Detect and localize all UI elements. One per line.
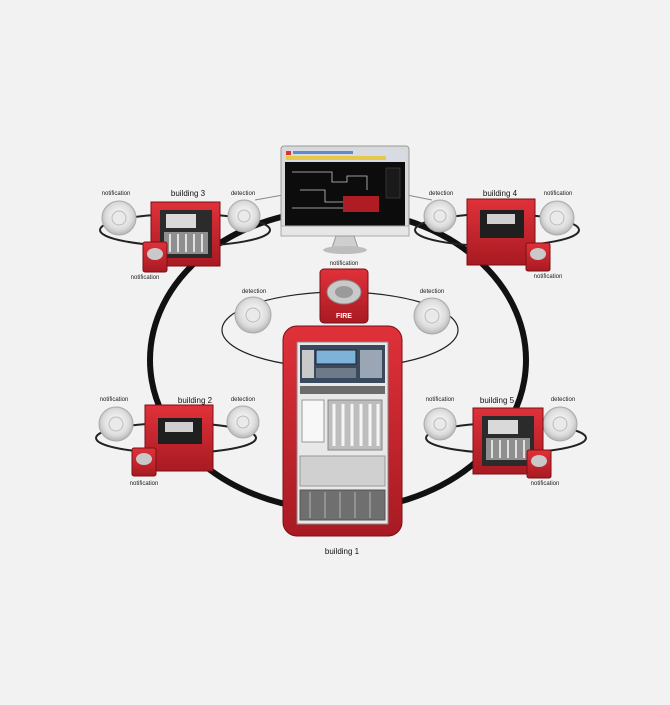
smoke-detector-icon xyxy=(227,199,261,233)
horn-strobe-icon xyxy=(525,242,551,272)
building2-label: building 2 xyxy=(177,396,213,405)
building5-detection-label: detection xyxy=(550,397,576,403)
building1-label: building 1 xyxy=(324,547,360,556)
smoke-detector-icon xyxy=(98,406,134,442)
building4-notification-bottom-label: notification xyxy=(533,274,563,280)
fire-panel-icon xyxy=(472,407,544,475)
smoke-detector-icon xyxy=(413,297,451,335)
building4-notification-top-label: notification xyxy=(543,191,573,197)
horn-strobe-icon xyxy=(131,447,157,477)
smoke-detector-icon xyxy=(226,405,260,439)
monitor-link-left xyxy=(254,194,284,201)
building3-notification-bottom-label: notification xyxy=(130,275,160,281)
center-notification-label: notification xyxy=(330,261,359,267)
fire-text: FIRE xyxy=(336,313,352,320)
monitor-link-right xyxy=(406,194,433,201)
building2-detection-label: detection xyxy=(230,397,256,403)
workstation-monitor-icon xyxy=(280,145,410,254)
smoke-detector-icon xyxy=(234,296,272,334)
building5-label: building 5 xyxy=(479,396,515,405)
building4-label: building 4 xyxy=(482,189,518,198)
horn-strobe-icon xyxy=(526,449,552,479)
smoke-detector-icon xyxy=(101,200,137,236)
building5-notification-bottom-label: notification xyxy=(530,481,560,487)
building3-label: building 3 xyxy=(170,189,206,198)
building3-detection-label: detection xyxy=(230,191,256,197)
center-detection-right-label: detection xyxy=(420,289,444,295)
building4-detection-label: detection xyxy=(428,191,454,197)
smoke-detector-icon xyxy=(423,407,457,441)
fire-panel-icon xyxy=(466,198,536,266)
smoke-detector-icon xyxy=(423,199,457,233)
horn-strobe-icon: FIRE xyxy=(319,268,369,324)
fire-panel-icon xyxy=(282,325,403,537)
smoke-detector-icon xyxy=(542,406,578,442)
horn-strobe-icon xyxy=(142,241,168,273)
building3-notification-top-label: notification xyxy=(101,191,131,197)
center-detection-left-label: detection xyxy=(242,289,266,295)
building2-notification-bottom-label: notification xyxy=(129,481,159,487)
building2-notification-top-label: notification xyxy=(99,397,129,403)
smoke-detector-icon xyxy=(539,200,575,236)
building5-notification-top-label: notification xyxy=(425,397,455,403)
